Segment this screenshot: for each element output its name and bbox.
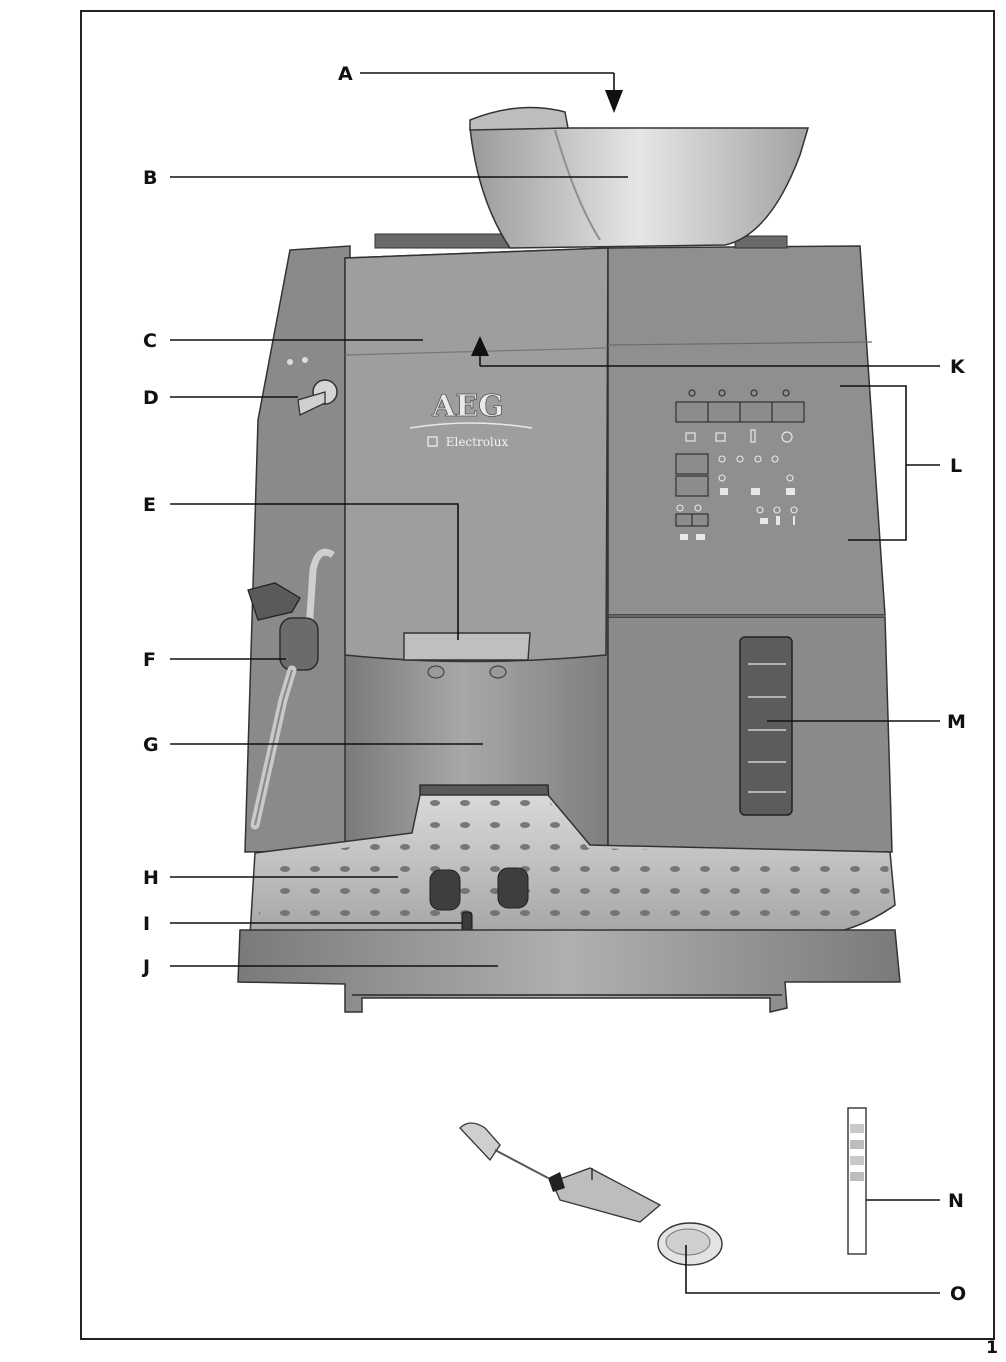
label-k: K bbox=[950, 356, 966, 378]
label-o: O bbox=[950, 1283, 966, 1305]
label-m: M bbox=[947, 711, 966, 733]
coffee-spout bbox=[403, 632, 531, 679]
strength-down-button[interactable] bbox=[675, 475, 709, 497]
label-j: J bbox=[141, 956, 150, 978]
leader-lines bbox=[170, 72, 940, 1294]
grind-icon bbox=[680, 534, 688, 540]
label-f: F bbox=[143, 649, 156, 671]
cup-icon-b bbox=[751, 488, 760, 495]
button-4[interactable] bbox=[771, 401, 805, 423]
button-3[interactable] bbox=[739, 401, 773, 423]
front-cover bbox=[344, 247, 609, 663]
menu-icon bbox=[696, 534, 705, 540]
small-button-2[interactable] bbox=[691, 513, 709, 527]
water-level-window bbox=[739, 636, 793, 816]
steam-icon bbox=[750, 429, 756, 443]
bean-hopper bbox=[469, 127, 810, 249]
label-c: C bbox=[143, 330, 157, 352]
steam-knob-icon bbox=[287, 357, 338, 416]
page-frame bbox=[80, 10, 995, 1340]
label-b: B bbox=[143, 167, 157, 189]
electrolux-logo-icon bbox=[427, 436, 438, 447]
test-strip bbox=[847, 1107, 867, 1255]
label-a: A bbox=[338, 63, 353, 85]
label-e: E bbox=[143, 494, 156, 516]
power-icon bbox=[781, 431, 793, 443]
label-l: L bbox=[950, 455, 962, 477]
cup-icon-a bbox=[720, 488, 728, 495]
drip-tray bbox=[237, 929, 901, 1013]
machine-side-panel bbox=[244, 245, 351, 853]
rinse-icon bbox=[760, 518, 768, 524]
control-panel bbox=[675, 389, 805, 540]
button-2[interactable] bbox=[707, 401, 741, 423]
control-panel-housing bbox=[607, 245, 886, 616]
label-n: N bbox=[948, 1190, 964, 1212]
cup-icon-c bbox=[786, 488, 795, 495]
label-i: I bbox=[143, 913, 150, 935]
label-g: G bbox=[143, 734, 159, 756]
steam-wand bbox=[247, 548, 335, 830]
tank-icon bbox=[776, 516, 780, 525]
part-labels: A B C D E F G H I J K L M N O bbox=[141, 63, 966, 1305]
label-h: H bbox=[143, 867, 159, 889]
button-1[interactable] bbox=[675, 401, 709, 423]
brand-logo: AEG bbox=[431, 389, 504, 424]
hopper-lid-handle bbox=[469, 106, 569, 131]
two-cup-icon bbox=[715, 432, 726, 442]
page-number: 1 bbox=[986, 1338, 998, 1358]
measuring-spoon bbox=[459, 1122, 723, 1266]
strength-up-button[interactable] bbox=[675, 453, 709, 475]
sub-brand-text: Electrolux bbox=[446, 435, 509, 449]
info-icon bbox=[793, 516, 795, 525]
one-cup-icon bbox=[685, 432, 696, 442]
small-button-1[interactable] bbox=[675, 513, 693, 527]
label-d: D bbox=[143, 387, 159, 409]
